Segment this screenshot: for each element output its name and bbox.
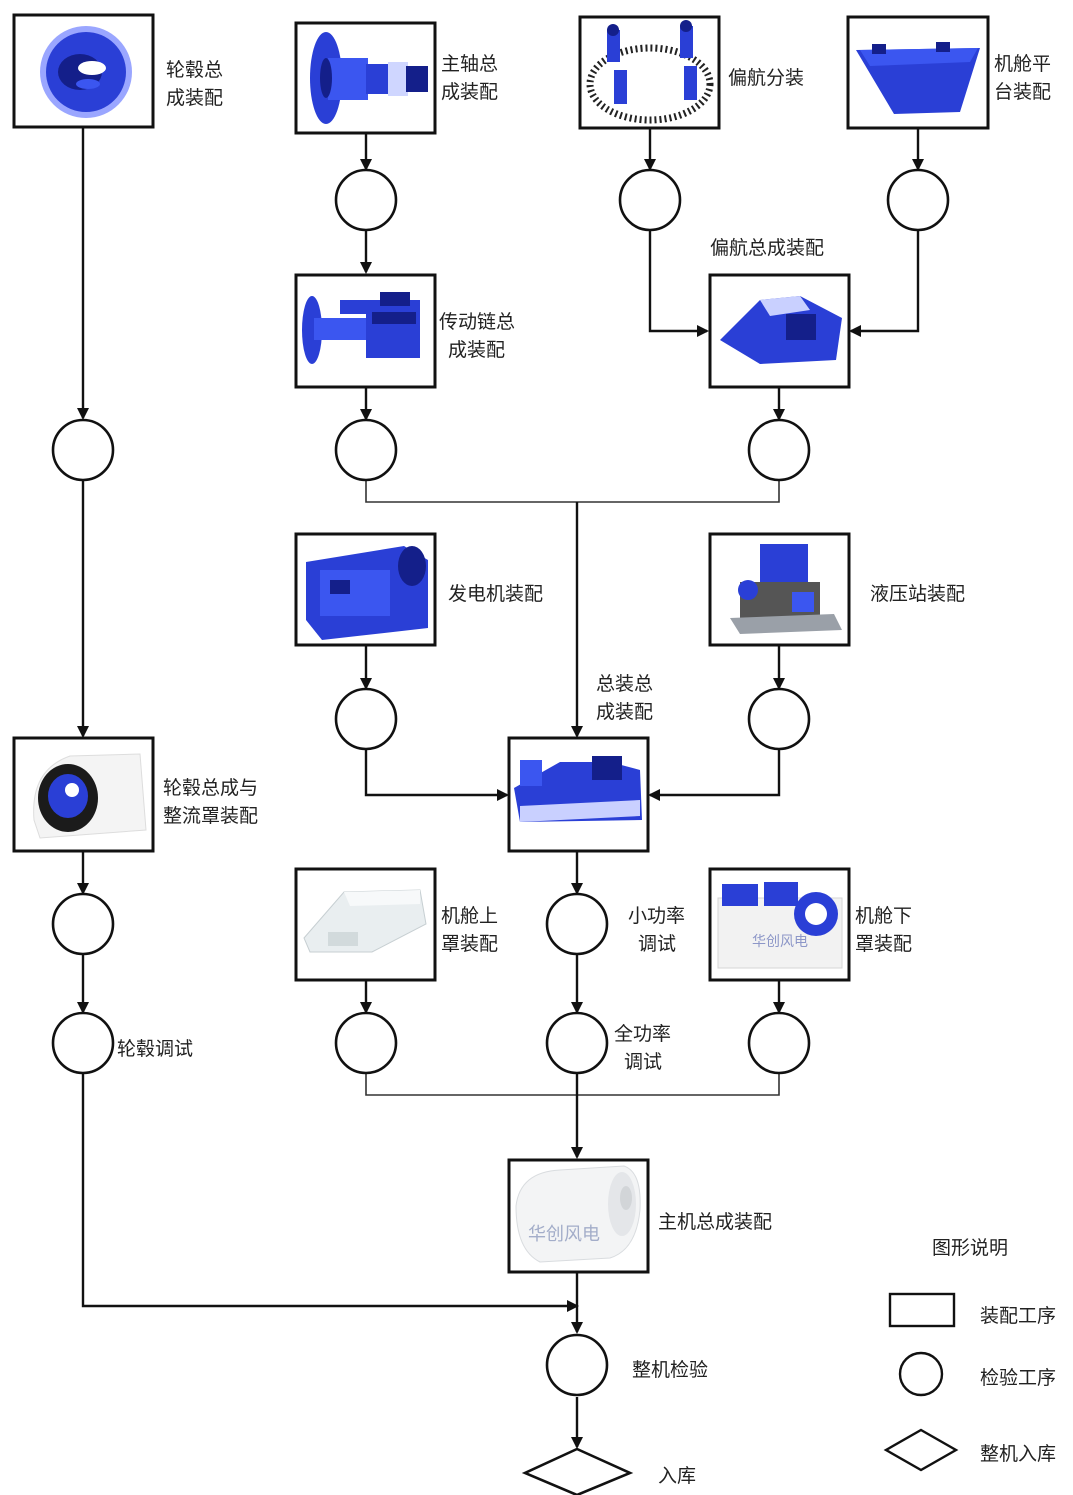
general-assembly-picture bbox=[514, 756, 642, 822]
nacelle-platform-assembly-box bbox=[846, 15, 990, 130]
label-main-shaft-1: 主轴总 bbox=[441, 53, 498, 75]
inspection-circle-upper-cover bbox=[334, 1011, 398, 1075]
label-warehousing: 入库 bbox=[658, 1465, 696, 1487]
label-lower-cover-1: 机舱下 bbox=[855, 905, 912, 927]
label-low-power-2: 调试 bbox=[638, 933, 676, 955]
label-nacelle-platform-2: 台装配 bbox=[994, 81, 1051, 103]
hub-picture bbox=[40, 26, 132, 118]
label-drive-train-1: 传动链总 bbox=[439, 311, 515, 333]
label-hydraulic-station: 液压站装配 bbox=[870, 583, 965, 605]
label-main-unit: 主机总成装配 bbox=[658, 1211, 772, 1233]
label-yaw-total: 偏航总成装配 bbox=[710, 237, 824, 259]
label-general-assembly-1: 总装总 bbox=[596, 673, 653, 695]
hub-assembly-box bbox=[12, 13, 155, 129]
legend-diamond-symbol bbox=[883, 1428, 959, 1472]
main-shaft-picture bbox=[310, 32, 428, 124]
label-hub-assembly-1: 轮毂总 bbox=[166, 59, 223, 81]
label-drive-train-2: 成装配 bbox=[448, 339, 505, 361]
legend-inspection-process: 检验工序 bbox=[980, 1367, 1056, 1389]
nacelle-upper-cover-picture bbox=[303, 889, 427, 953]
label-hub-assembly-2: 成装配 bbox=[166, 87, 223, 109]
drive-train-picture bbox=[302, 292, 420, 364]
label-complete-inspection: 整机检验 bbox=[632, 1359, 708, 1381]
generator-picture bbox=[306, 546, 428, 640]
inspection-circle-hub-2 bbox=[51, 892, 115, 956]
nacelle-platform-picture bbox=[856, 42, 980, 114]
label-full-power-1: 全功率 bbox=[614, 1023, 671, 1045]
inspection-circle-full-power bbox=[545, 1011, 609, 1075]
yaw-total-assembly-box bbox=[708, 273, 851, 389]
label-hub-fairing-1: 轮毂总成与 bbox=[163, 777, 258, 799]
legend-circle-symbol bbox=[898, 1351, 944, 1397]
label-low-power-1: 小功率 bbox=[628, 905, 685, 927]
label-full-power-2: 调试 bbox=[624, 1051, 662, 1073]
generator-assembly-box bbox=[294, 532, 437, 647]
inspection-circle-yaw-sub bbox=[618, 168, 682, 232]
drive-train-assembly-box bbox=[294, 273, 437, 389]
yaw-sub-picture bbox=[586, 20, 714, 124]
inspection-circle-drive-train bbox=[334, 418, 398, 482]
inspection-circle-nacelle-platform bbox=[886, 168, 950, 232]
legend-assembly-process: 装配工序 bbox=[980, 1305, 1056, 1327]
legend-rectangle-symbol bbox=[888, 1292, 956, 1328]
inspection-circle-lower-cover bbox=[747, 1011, 811, 1075]
inspection-circle-hydraulic bbox=[747, 687, 811, 751]
inspection-circle-complete bbox=[545, 1333, 609, 1397]
inspection-circle-hub-test bbox=[51, 1011, 115, 1075]
main-shaft-assembly-box bbox=[294, 21, 437, 135]
connectors bbox=[77, 128, 924, 1449]
yaw-sub-assembly-box bbox=[578, 15, 721, 130]
label-main-shaft-2: 成装配 bbox=[441, 81, 498, 103]
label-upper-cover-1: 机舱上 bbox=[441, 905, 498, 927]
nacelle-lower-cover-picture: 华创风电 bbox=[717, 882, 843, 969]
inspection-circle-main-shaft bbox=[334, 168, 398, 232]
label-nacelle-platform-1: 机舱平 bbox=[994, 53, 1051, 75]
inspection-circles bbox=[51, 168, 950, 1397]
legend-title: 图形说明 bbox=[932, 1237, 1008, 1259]
hydraulic-station-picture bbox=[730, 544, 842, 634]
label-upper-cover-2: 罩装配 bbox=[441, 933, 498, 955]
hydraulic-station-assembly-box bbox=[708, 532, 851, 647]
general-assembly-box bbox=[507, 736, 650, 853]
hub-fairing-assembly-box bbox=[12, 736, 155, 853]
label-hub-test: 轮毂调试 bbox=[117, 1038, 193, 1060]
yaw-total-picture bbox=[720, 296, 842, 364]
label-lower-cover-2: 罩装配 bbox=[855, 933, 912, 955]
nacelle-upper-cover-box bbox=[294, 867, 437, 982]
label-generator: 发电机装配 bbox=[448, 583, 543, 605]
main-unit-picture: 华创风电 bbox=[515, 1165, 641, 1263]
main-unit-print: 华创风电 bbox=[528, 1224, 600, 1245]
label-yaw-sub: 偏航分装 bbox=[728, 67, 804, 89]
nacelle-lower-cover-print: 华创风电 bbox=[752, 934, 808, 950]
inspection-circle-yaw-total bbox=[747, 418, 811, 482]
inspection-circle-low-power bbox=[545, 892, 609, 956]
hub-fairing-picture bbox=[33, 753, 147, 839]
main-unit-assembly-box: 华创风电 bbox=[507, 1158, 650, 1274]
label-hub-fairing-2: 整流罩装配 bbox=[163, 805, 258, 827]
nacelle-lower-cover-box: 华创风电 bbox=[708, 867, 851, 982]
labels: 轮毂总 成装配 主轴总 成装配 偏航分装 机舱平 台装配 偏航总成装配 传动链总… bbox=[117, 53, 1051, 1487]
inspection-circle-hub-1 bbox=[51, 418, 115, 482]
label-general-assembly-2: 成装配 bbox=[596, 701, 653, 723]
warehousing-diamond bbox=[521, 1447, 634, 1495]
legend: 图形说明 装配工序 检验工序 整机入库 bbox=[883, 1237, 1056, 1472]
legend-complete-warehousing: 整机入库 bbox=[980, 1443, 1056, 1465]
inspection-circle-generator bbox=[334, 687, 398, 751]
